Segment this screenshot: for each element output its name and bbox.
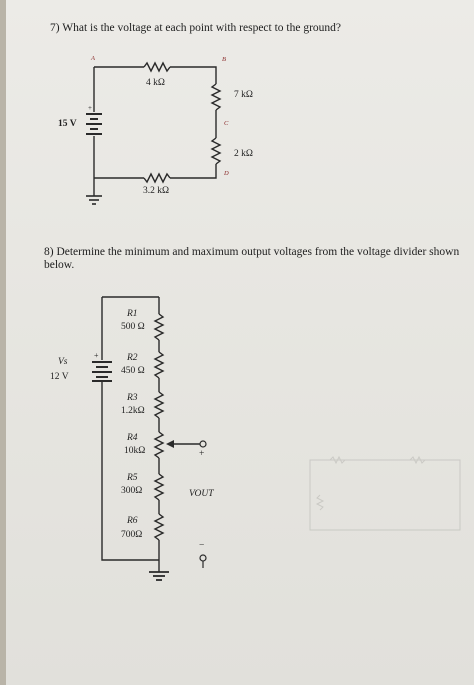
question-7-text: 7) What is the voltage at each point wit… <box>50 22 342 34</box>
resistor-7k-label: 7 kΩ <box>234 90 253 100</box>
resistor-r5 <box>153 473 165 501</box>
point-a-label: A <box>91 55 95 62</box>
resistor-3-2k <box>143 172 171 184</box>
ground-icon-8 <box>149 571 169 581</box>
vout-minus-sign: − <box>199 541 205 551</box>
vout-plus-terminal-icon <box>199 440 207 448</box>
r2-value: 450 Ω <box>121 366 145 376</box>
circuit-7-diagram: + <box>86 61 222 581</box>
r4-value: 10kΩ <box>124 446 146 456</box>
r4-name: R4 <box>127 433 138 443</box>
source-15v-label: 15 V <box>58 119 77 129</box>
resistor-r4-potentiometer <box>153 431 165 459</box>
resistor-r2 <box>153 351 165 379</box>
point-d-label: D <box>224 170 229 177</box>
point-c-label: C <box>224 120 229 127</box>
r6-name: R6 <box>127 516 138 526</box>
r1-value: 500 Ω <box>121 322 145 332</box>
r2-name: R2 <box>127 353 138 363</box>
r5-name: R5 <box>127 473 138 483</box>
resistor-4k <box>143 61 171 73</box>
resistor-r6 <box>153 513 165 541</box>
battery-15v-icon <box>86 113 102 135</box>
wire-q8-left-bottom <box>101 382 159 561</box>
resistor-r1 <box>153 313 165 341</box>
vout-minus-terminal-icon <box>199 554 207 562</box>
vout-plus-sign: + <box>199 449 205 459</box>
resistor-2k-label: 2 kΩ <box>234 149 253 159</box>
r6-value: 700Ω <box>121 530 143 540</box>
source-12v-label: 12 V <box>50 372 69 382</box>
resistor-r3 <box>153 391 165 419</box>
r5-value: 300Ω <box>121 486 143 496</box>
r3-value: 1.2kΩ <box>121 406 145 416</box>
source-vs-symbol: Vs <box>58 357 68 367</box>
r3-name: R3 <box>127 393 138 403</box>
question-8-text: 8) Determine the minimum and maximum out… <box>44 246 460 271</box>
ground-icon-7 <box>86 195 102 205</box>
point-b-label: B <box>222 56 226 63</box>
resistor-3-2k-label: 3.2 kΩ <box>143 186 170 196</box>
bleed-through-decoration <box>309 455 461 531</box>
wiper-arrow-icon <box>166 440 174 448</box>
svg-text:+: + <box>94 351 99 360</box>
worksheet-page: 7) What is the voltage at each point wit… <box>6 0 474 685</box>
svg-text:+: + <box>88 104 92 112</box>
vout-label: VOUT <box>189 489 214 499</box>
resistor-7k <box>210 83 222 111</box>
battery-12v-icon <box>92 361 112 382</box>
resistor-4k-label: 4 kΩ <box>146 78 165 88</box>
resistor-2k <box>210 137 222 165</box>
r1-name: R1 <box>127 309 138 319</box>
wire-top-right <box>170 66 217 84</box>
